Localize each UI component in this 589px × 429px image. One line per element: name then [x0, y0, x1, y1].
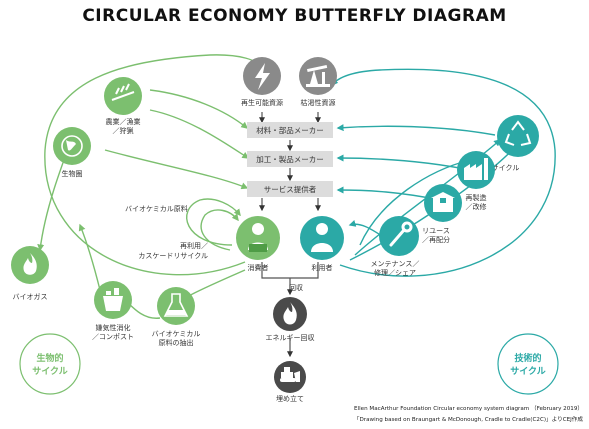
extraction-node: バイオケミカル 原料の抽出 — [152, 287, 201, 347]
svg-text:／狩猟: ／狩猟 — [113, 126, 134, 135]
energy-recovery-node: エネルギー回収 — [266, 297, 315, 342]
finite-label: 枯渇性資源 — [301, 98, 336, 107]
technical-cycle-badge: 技術的 サイクル — [497, 333, 559, 395]
svg-text:メンテナンス／: メンテナンス／ — [371, 260, 420, 268]
remanufacture-node: 再製造 ／改修 — [457, 151, 495, 211]
svg-text:生物圏: 生物圏 — [62, 169, 83, 178]
recycle-icon — [504, 120, 532, 146]
materials-box: 材料・部品メーカー — [247, 122, 333, 138]
svg-text:修理／シェア: 修理／シェア — [374, 268, 416, 277]
box-icon — [431, 192, 455, 212]
biological-flows — [37, 54, 263, 319]
finite-source: 枯渇性資源 — [299, 57, 337, 107]
person-icon — [311, 223, 333, 252]
svg-text:技術的: 技術的 — [514, 352, 541, 364]
biochem-feedstock-label: バイオケミカル原料 — [125, 204, 188, 213]
svg-text:カスケードリサイクル: カスケードリサイクル — [138, 252, 208, 260]
svg-text:バイオガス: バイオガス — [13, 292, 48, 301]
svg-text:リユース: リユース — [422, 227, 450, 235]
biological-cycle-badge: 生物的 サイクル — [19, 333, 81, 395]
svg-text:材料・部品メーカー: 材料・部品メーカー — [256, 125, 324, 135]
maintain-node: メンテナンス／ 修理／シェア — [371, 216, 420, 277]
svg-text:埋め立て: 埋め立て — [276, 394, 304, 403]
bulldozer-icon — [280, 367, 300, 382]
flask-icon — [163, 293, 189, 317]
svg-text:生物的: 生物的 — [36, 352, 63, 364]
landfill-node: 埋め立て — [274, 361, 306, 403]
factory-icon — [464, 158, 488, 180]
consumer-node: 消費者 — [236, 216, 280, 272]
person-laptop-icon — [248, 223, 268, 252]
flame-icon — [23, 253, 37, 275]
biogas-node: バイオガス — [11, 246, 49, 301]
svg-text:サイクル: サイクル — [510, 366, 546, 377]
products-box: 加工・製品メーカー — [247, 151, 333, 167]
cascade-label: 再利用／ カスケードリサイクル — [138, 241, 208, 260]
biosphere-node: 生物圏 — [53, 127, 91, 178]
wrench-icon — [389, 221, 413, 247]
svg-text:農業／漁業: 農業／漁業 — [106, 117, 141, 126]
svg-text:原料の抽出: 原料の抽出 — [159, 338, 194, 347]
wheat-icon — [111, 83, 135, 101]
collection-label: 回収 — [289, 284, 303, 292]
svg-text:／再配分: ／再配分 — [422, 235, 450, 244]
user-node: 利用者 — [300, 216, 344, 272]
recycle-node: リサイクル — [485, 115, 539, 172]
page-title: CIRCULAR ECONOMY BUTTERFLY DIAGRAM — [82, 6, 507, 26]
svg-text:消費者: 消費者 — [248, 263, 269, 272]
svg-text:再製造: 再製造 — [466, 193, 487, 202]
globe-icon — [61, 135, 83, 157]
svg-text:サイクル: サイクル — [32, 366, 68, 377]
compost-icon — [103, 288, 123, 311]
digestion-node: 嫌気性消化 ／コンポスト — [92, 281, 134, 341]
svg-text:／改修: ／改修 — [466, 202, 487, 211]
technical-flows — [331, 68, 556, 277]
farming-node: 農業／漁業 ／狩猟 — [104, 77, 142, 135]
source-flows — [259, 112, 321, 358]
svg-text:エネルギー回収: エネルギー回収 — [266, 334, 315, 342]
svg-text:／コンポスト: ／コンポスト — [92, 333, 134, 341]
svg-text:嫌気性消化: 嫌気性消化 — [96, 323, 131, 332]
oil-pump-icon — [306, 64, 330, 87]
svg-text:再利用／: 再利用／ — [180, 241, 208, 250]
svg-text:サービス提供者: サービス提供者 — [264, 184, 317, 194]
svg-text:バイオケミカル: バイオケミカル — [152, 330, 201, 338]
credit-line-2: 「Drawing based on Braungart & McDonough,… — [353, 417, 583, 423]
svg-text:加工・製品メーカー: 加工・製品メーカー — [256, 154, 324, 164]
reuse-node: リユース ／再配分 — [422, 184, 462, 244]
services-box: サービス提供者 — [247, 181, 333, 197]
credit-line-1: Ellen MacArthur Foundation Circular econ… — [353, 406, 583, 412]
renewable-label: 再生可能資源 — [241, 98, 283, 107]
fire-icon — [283, 302, 297, 325]
lightning-icon — [255, 63, 270, 90]
svg-text:リサイクル: リサイクル — [485, 164, 520, 172]
renewable-source: 再生可能資源 — [241, 57, 283, 107]
svg-text:利用者: 利用者 — [312, 263, 333, 272]
